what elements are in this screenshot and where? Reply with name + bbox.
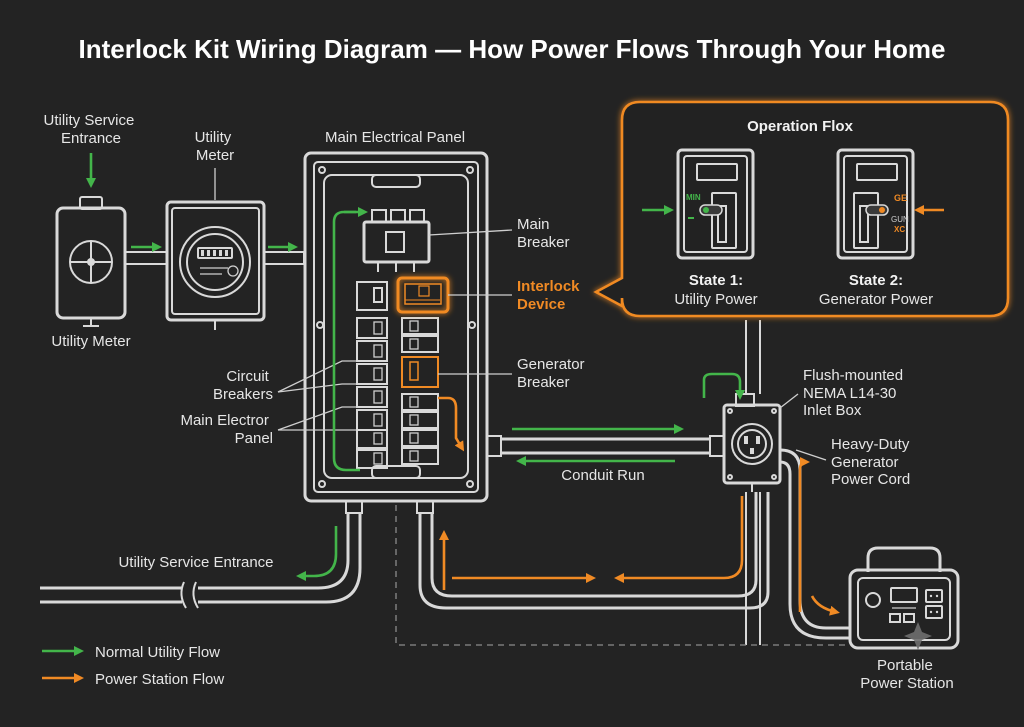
generator-breaker <box>401 356 439 388</box>
flow-arrow-into-inlet <box>702 372 745 400</box>
label-conduit-run: Conduit Run <box>561 467 644 484</box>
breaker <box>401 335 439 353</box>
utility-flow-in <box>296 526 338 581</box>
label-utility-service-entrance-top: Utility Service Entrance <box>43 112 138 147</box>
legend: Normal Utility Flow Power Station Flow <box>42 644 224 688</box>
breaker <box>401 447 439 465</box>
service-entrance-box <box>55 196 127 327</box>
label-main-electrical-panel: Main Electrical Panel <box>325 129 465 146</box>
station-flow-up-cord <box>798 457 810 612</box>
utility-meter <box>165 200 266 330</box>
state2-panel-switch <box>836 148 915 260</box>
label-circuit-breakers: Circuit Breakers <box>213 368 273 403</box>
label-utility-service-entrance-bottom: Utility Service Entrance <box>118 554 273 571</box>
state2-tag-3: XC <box>894 225 905 234</box>
label-generator-breaker: Generator Breaker <box>517 356 589 391</box>
breaker <box>356 429 388 449</box>
legend-station-label: Power Station Flow <box>95 671 224 688</box>
underground-conduit <box>416 492 770 610</box>
breaker <box>401 411 439 429</box>
state1-subtitle: Utility Power <box>674 291 757 308</box>
portable-power-station <box>848 546 960 650</box>
state1-panel-switch <box>676 148 755 260</box>
state2-tag-2: GUN <box>891 215 909 224</box>
power-cord-outer <box>779 460 850 640</box>
breaker <box>401 393 439 411</box>
label-interlock-device: Interlock Device <box>517 278 584 313</box>
station-flow-path-panel <box>438 396 465 452</box>
breaker <box>356 363 388 385</box>
station-flow-left <box>614 496 744 583</box>
circuit-breakers-right <box>401 317 439 465</box>
interlock-device <box>396 276 450 314</box>
label-main-electror-panel: Main Electror Panel <box>180 412 273 447</box>
label-main-breaker: Main Breaker <box>517 216 570 251</box>
label-utility-meter-bottom: Utility Meter <box>51 333 130 350</box>
state2-tag-1: GE <box>894 193 907 203</box>
diagram-title: Interlock Kit Wiring Diagram — How Power… <box>79 34 946 64</box>
inlet-box <box>722 393 782 492</box>
operation-title: Operation Flox <box>747 118 854 135</box>
label-portable-power-station: Portable Power Station <box>860 657 953 692</box>
breaker <box>356 386 388 408</box>
legend-utility-label: Normal Utility Flow <box>95 644 220 661</box>
breaker <box>356 409 388 431</box>
main-electrical-panel <box>303 151 489 503</box>
ground-line <box>395 505 850 646</box>
station-flow-to-station <box>810 595 840 616</box>
label-inlet-box: Flush-mounted NEMA L14-30 Inlet Box <box>803 367 907 419</box>
label-utility-meter-top: Utility Meter <box>195 129 236 164</box>
conduit-run <box>486 435 725 457</box>
utility-flow-path-panel <box>332 210 360 472</box>
breaker <box>356 340 388 362</box>
utility-service-underground <box>40 500 363 609</box>
breaker <box>356 317 388 339</box>
label-power-cord: Heavy-Duty Generator Power Cord <box>831 436 914 488</box>
breaker <box>401 317 439 335</box>
state1-tag: MIN <box>686 193 701 202</box>
state2-subtitle: Generator Power <box>819 291 933 308</box>
state2-title: State 2: <box>849 272 903 289</box>
circuit-breakers-left <box>356 317 388 469</box>
breaker <box>356 449 388 469</box>
breaker <box>401 429 439 447</box>
state1-title: State 1: <box>689 272 743 289</box>
